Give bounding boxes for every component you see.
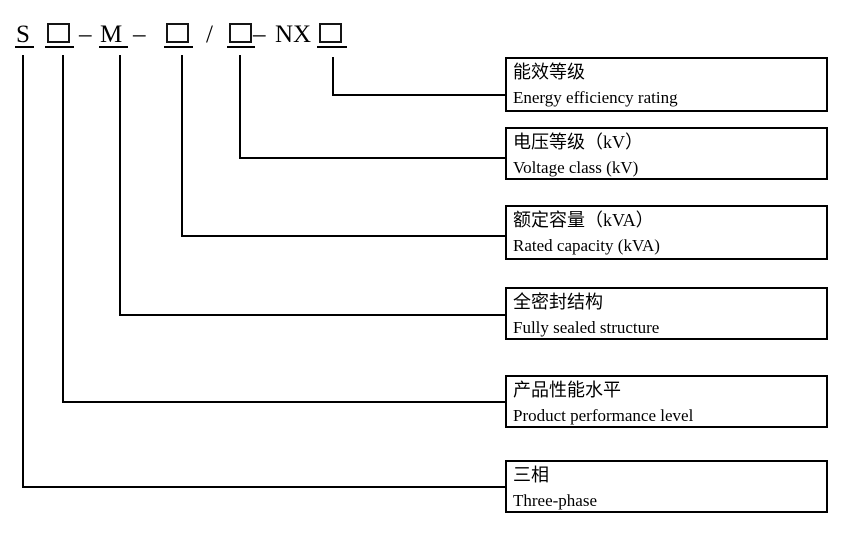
label-box-voltage-class: 电压等级（kV） Voltage class (kV) [505, 127, 828, 180]
underline [45, 46, 74, 48]
formula-letter-m: M [100, 21, 123, 48]
label-en: Energy efficiency rating [513, 88, 678, 107]
connector-horizontal-capacity [181, 235, 506, 237]
underline [227, 46, 255, 48]
connector-vertical-voltage [239, 55, 241, 159]
connector-vertical-three-phase [22, 55, 24, 488]
label-box-energy-efficiency: 能效等级 Energy efficiency rating [505, 57, 828, 112]
square-placeholder-icon [229, 23, 252, 43]
connector-vertical-sealed [119, 55, 121, 316]
square-placeholder-icon [319, 23, 342, 43]
formula-dash: – [253, 21, 266, 48]
label-en: Three-phase [513, 491, 598, 510]
formula-letter-s: S [16, 21, 30, 48]
formula-dash: – [133, 21, 146, 48]
underline [317, 46, 347, 48]
connector-horizontal-efficiency [332, 94, 506, 96]
label-box-three-phase: 三相 Three-phase [505, 460, 828, 513]
label-en: Fully sealed structure [513, 318, 660, 337]
label-zh: 电压等级（kV） [513, 132, 643, 152]
label-en: Voltage class (kV) [513, 158, 639, 177]
square-placeholder-icon [47, 23, 70, 43]
connector-horizontal-voltage [239, 157, 506, 159]
label-box-rated-capacity: 额定容量（kVA） Rated capacity (kVA) [505, 205, 828, 260]
connector-vertical-capacity [181, 55, 183, 237]
label-box-performance-level: 产品性能水平 Product performance level [505, 375, 828, 428]
underline [15, 46, 34, 48]
formula-letter-nx: NX [275, 21, 312, 48]
connector-horizontal-three-phase [22, 486, 506, 488]
connector-horizontal-sealed [119, 314, 506, 316]
formula-slash: / [206, 21, 213, 48]
formula-dash: – [79, 21, 92, 48]
label-en: Product performance level [513, 406, 694, 425]
connector-horizontal-performance [62, 401, 506, 403]
underline [99, 46, 128, 48]
label-zh: 全密封结构 [513, 292, 603, 312]
connector-vertical-efficiency [332, 57, 334, 96]
label-zh: 额定容量（kVA） [513, 210, 654, 230]
connector-vertical-performance [62, 55, 64, 403]
label-zh: 产品性能水平 [513, 380, 621, 400]
square-placeholder-icon [166, 23, 189, 43]
label-box-fully-sealed: 全密封结构 Fully sealed structure [505, 287, 828, 340]
label-zh: 三相 [513, 465, 549, 485]
label-en: Rated capacity (kVA) [513, 236, 660, 255]
label-zh: 能效等级 [513, 62, 585, 82]
underline [164, 46, 193, 48]
